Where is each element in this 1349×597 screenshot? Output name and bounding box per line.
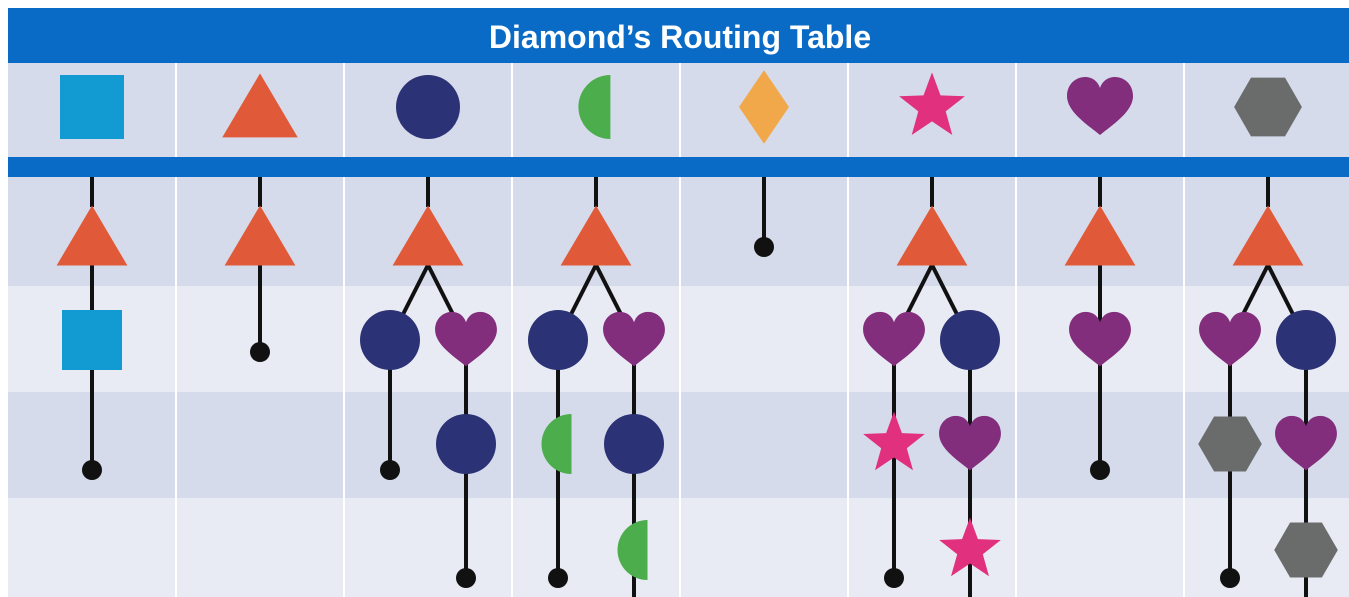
heart-icon (603, 311, 665, 367)
heart-icon (1199, 311, 1261, 367)
page-title: Diamond’s Routing Table (489, 19, 871, 55)
route-end-dot-icon (380, 460, 400, 480)
circle-icon (528, 310, 588, 370)
hexagon-icon (1234, 77, 1302, 137)
square-icon (60, 75, 124, 139)
heart-icon (435, 311, 497, 367)
route-shapes (56, 70, 1338, 588)
half-circle-icon (578, 75, 611, 139)
hexagon-icon (1274, 522, 1338, 578)
triangle-icon (222, 73, 298, 138)
title-bar (8, 8, 1349, 63)
triangle-icon (1232, 205, 1304, 266)
route-end-dot-icon (548, 568, 568, 588)
route-end-dot-icon (884, 568, 904, 588)
circle-icon (396, 75, 460, 139)
star-icon (939, 517, 1001, 577)
header-divider-bar (8, 157, 1349, 177)
route-end-dot-icon (754, 237, 774, 257)
circle-icon (940, 310, 1000, 370)
star-icon (899, 72, 965, 135)
triangle-icon (1064, 205, 1136, 266)
circle-icon (436, 414, 496, 474)
circle-icon (1276, 310, 1336, 370)
star-icon (863, 411, 925, 471)
triangle-icon (560, 205, 632, 266)
route-end-dot-icon (1220, 568, 1240, 588)
half-circle-icon (541, 414, 572, 474)
route-end-dot-icon (250, 342, 270, 362)
circle-icon (604, 414, 664, 474)
heart-icon (863, 311, 925, 367)
table-background (8, 63, 1349, 597)
heart-icon (1275, 415, 1337, 471)
route-end-dot-icon (82, 460, 102, 480)
route-row-3 (8, 392, 1349, 498)
route-row-4 (8, 498, 1349, 597)
triangle-icon (56, 205, 128, 266)
heart-icon (1067, 77, 1133, 135)
route-row-2 (8, 286, 1349, 392)
route-end-dot-icon (456, 568, 476, 588)
diamond-icon (739, 70, 789, 144)
header-row (8, 63, 1349, 157)
triangle-icon (896, 205, 968, 266)
square-icon (62, 310, 122, 370)
heart-icon (1069, 311, 1131, 367)
half-circle-icon (617, 520, 648, 580)
heart-icon (939, 415, 1001, 471)
circle-icon (360, 310, 420, 370)
route-row-1 (8, 177, 1349, 286)
triangle-icon (392, 205, 464, 266)
route-end-dot-icon (1090, 460, 1110, 480)
triangle-icon (224, 205, 296, 266)
hexagon-icon (1198, 416, 1262, 472)
